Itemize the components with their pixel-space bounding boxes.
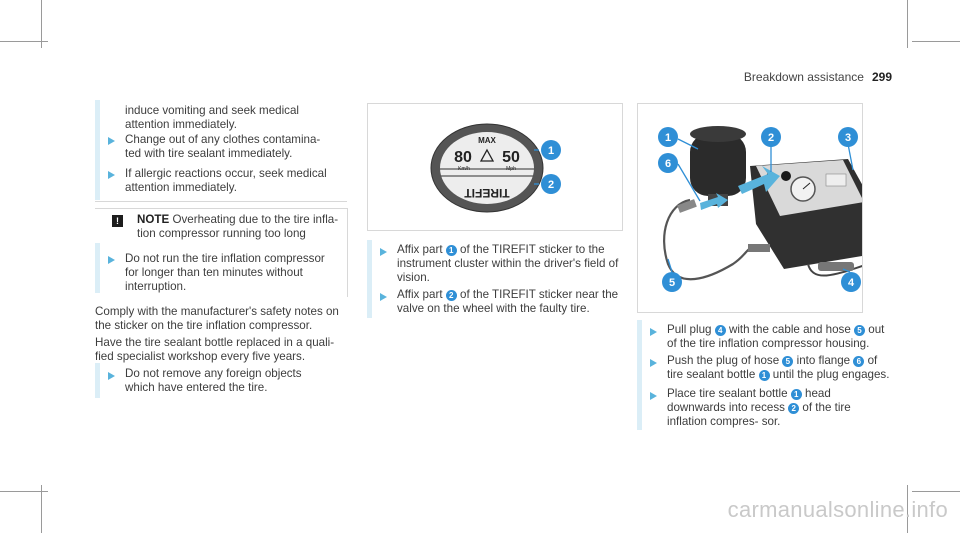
callout-badge [541, 174, 561, 194]
callout-label: 1 [548, 145, 554, 157]
crop-mark [912, 491, 960, 492]
step-item: Affix part 2 of the TIREFIT sticker near… [397, 288, 622, 316]
crop-mark [912, 41, 960, 42]
part-number-badge: 5 [782, 356, 794, 367]
step-text: of the TIREFIT sticker near the valve on… [397, 288, 619, 315]
direction-arrow-icon [700, 193, 728, 210]
step-text: until the plug engages. [772, 368, 890, 381]
step-text: of the TIREFIT sticker to the instrument… [397, 243, 619, 284]
step-text: Push the plug of hose [667, 354, 780, 367]
step-text: head downwards into recess [667, 387, 831, 414]
step-text: of the tire inflation compres- sor. [667, 401, 851, 428]
crop-mark [0, 41, 48, 42]
sticker-unit-kmh: Km/h [458, 166, 470, 172]
crop-mark [907, 485, 908, 533]
callout-badge [838, 127, 858, 147]
hose-icon [663, 198, 757, 281]
step-bar [367, 240, 372, 318]
step-bar [637, 320, 642, 430]
step-text: Place tire sealant bottle [667, 387, 788, 400]
sticker-speed-mph: 50 [502, 149, 520, 166]
note-bar [95, 243, 100, 293]
part-number-badge: 6 [853, 356, 865, 367]
callout-badge [658, 127, 678, 147]
step-item: Do not remove any foreign objects which … [125, 367, 302, 394]
direction-arrow-icon [738, 166, 780, 194]
tire-inflation-compressor-illustration: 1 2 3 6 5 4 [658, 126, 862, 292]
warning-box [95, 95, 347, 202]
step-text: out of the tire inflation compressor hou… [667, 323, 885, 350]
note-item: Do not run the tire inflation compressor… [125, 252, 325, 293]
callout-label: 5 [669, 277, 675, 289]
part-number-badge: 4 [714, 325, 726, 336]
sticker-max-label: MAX [478, 136, 496, 145]
callout-label: 1 [665, 132, 671, 144]
page-header: Breakdown assistance 299 [744, 70, 892, 84]
crop-mark [41, 0, 42, 48]
power-plug-icon [818, 262, 854, 271]
step-text: of tire sealant bottle [667, 354, 878, 381]
warning-icon: ! [112, 215, 123, 227]
callout-label: 2 [768, 132, 774, 144]
callout-label: 2 [548, 179, 554, 191]
callout-badge [761, 127, 781, 147]
callout-badge [541, 140, 561, 160]
warning-bar [95, 100, 100, 200]
note-box [95, 208, 348, 297]
step-arrow-icon [380, 293, 387, 301]
step-arrow-icon [108, 137, 115, 145]
paragraph: Have the tire sealant bottle replaced in… [95, 336, 335, 363]
part-number-badge: 1 [790, 389, 802, 400]
callout-badge [658, 153, 678, 173]
crop-mark [0, 491, 48, 492]
compressor-figure: 1 2 3 6 5 4 [637, 103, 863, 313]
sticker-brand-mirrored: TIREFIT [464, 186, 510, 200]
step-arrow-icon [108, 256, 115, 264]
step-text: Affix part [397, 288, 443, 301]
watermark: carmanualsonline.info [727, 497, 948, 522]
step-item: Affix part 1 of the TIREFIT sticker to t… [397, 243, 622, 285]
part-number-badge: 1 [758, 370, 770, 381]
note-heading: NOTE Overheating due to the tire infla- … [137, 213, 342, 241]
step-arrow-icon [650, 359, 657, 367]
sticker-figure: MAX 80 50 Km/h Mph TIREFIT 1 2 [367, 103, 623, 231]
part-number-badge: 1 [445, 245, 457, 256]
step-arrow-icon [380, 248, 387, 256]
callout-badge [662, 272, 682, 292]
warning-item: Change out of any clothes contamina- ted… [125, 133, 321, 160]
crop-mark [907, 0, 908, 48]
step-bar [95, 363, 100, 398]
section-title: Breakdown assistance [743, 70, 864, 84]
callout-label: 6 [665, 158, 671, 170]
callout-label: 3 [845, 132, 851, 144]
sticker-speed-kmh: 80 [454, 149, 472, 166]
tirefit-sticker-illustration: MAX 80 50 Km/h Mph TIREFIT 1 2 [430, 123, 561, 213]
step-text: with the cable and hose [728, 323, 851, 336]
note-title: NOTE [137, 213, 170, 226]
crop-mark [41, 485, 42, 533]
step-arrow-icon [650, 392, 657, 400]
step-arrow-icon [108, 171, 115, 179]
step-item: Place tire sealant bottle 1 head downwar… [667, 387, 892, 429]
sealant-bottle-icon [690, 134, 746, 196]
callout-badge [841, 272, 861, 292]
part-number-badge: 5 [854, 325, 866, 336]
step-arrow-icon [650, 328, 657, 336]
step-text: Pull plug [667, 323, 712, 336]
part-number-badge: 2 [445, 290, 457, 301]
callout-label: 4 [848, 277, 855, 289]
page-number: 299 [871, 70, 892, 84]
part-number-badge: 2 [788, 403, 800, 414]
sticker-unit-mph: Mph [506, 166, 516, 172]
step-item: Push the plug of hose 5 into flange 6 of… [667, 354, 892, 382]
step-item: Pull plug 4 with the cable and hose 5 ou… [667, 323, 892, 351]
warning-triangle-icon [479, 148, 495, 162]
warning-item: induce vomiting and seek medical attenti… [125, 104, 300, 131]
step-text: Affix part [397, 243, 443, 256]
paragraph: Comply with the manufacturer's safety no… [95, 305, 339, 332]
note-title-text: Overheating due to the tire infla- tion … [137, 213, 339, 240]
step-text: into flange [796, 354, 851, 367]
step-arrow-icon [108, 372, 115, 380]
warning-item: If allergic reactions occur, seek medica… [125, 167, 327, 194]
